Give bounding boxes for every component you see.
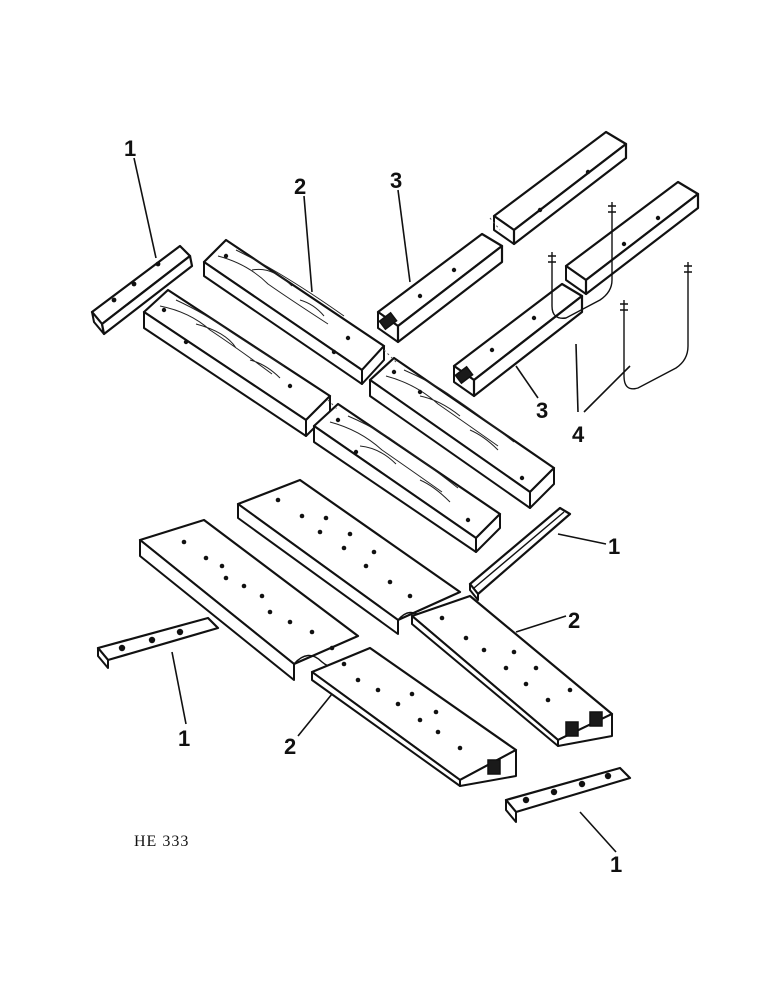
wood-plank-upper-back — [202, 238, 386, 385]
flat-bracket-bottom-right — [504, 766, 632, 823]
angle-strip-mid-right — [468, 506, 572, 601]
callout-1-lower-left: 1 — [178, 726, 190, 751]
steel-channel-back-lower — [410, 594, 614, 747]
callout-1-top-left: 1 — [124, 136, 136, 161]
angle-bracket-top-left — [90, 244, 194, 336]
callout-1-bottom-right: 1 — [610, 852, 622, 877]
leader-lines — [133, 157, 631, 853]
callout-3-right: 3 — [536, 398, 548, 423]
wood-plank-lower-front — [312, 402, 502, 553]
callout-4-right: 4 — [572, 422, 585, 447]
wood-plank-lower-back — [368, 356, 556, 509]
callout-1-mid-right: 1 — [608, 534, 620, 559]
callout-2-lower: 2 — [284, 734, 296, 759]
wood-plank-upper-front — [142, 288, 332, 437]
flat-bracket-lower-left — [96, 616, 220, 669]
square-tube-upper-front — [452, 180, 700, 398]
u-bolt-left — [548, 202, 616, 319]
steel-channel-front-lower — [310, 646, 518, 787]
callout-2-top: 2 — [294, 174, 306, 199]
u-bolt-right — [620, 262, 692, 390]
callout-3-top: 3 — [390, 168, 402, 193]
square-tube-upper-back — [376, 130, 628, 344]
steel-channel-front-upper — [138, 518, 360, 681]
callout-2-mid-right: 2 — [568, 608, 580, 633]
steel-channel-back-upper — [236, 478, 462, 635]
reference-code: HE 333 — [134, 833, 189, 850]
alignment-line — [327, 399, 339, 411]
